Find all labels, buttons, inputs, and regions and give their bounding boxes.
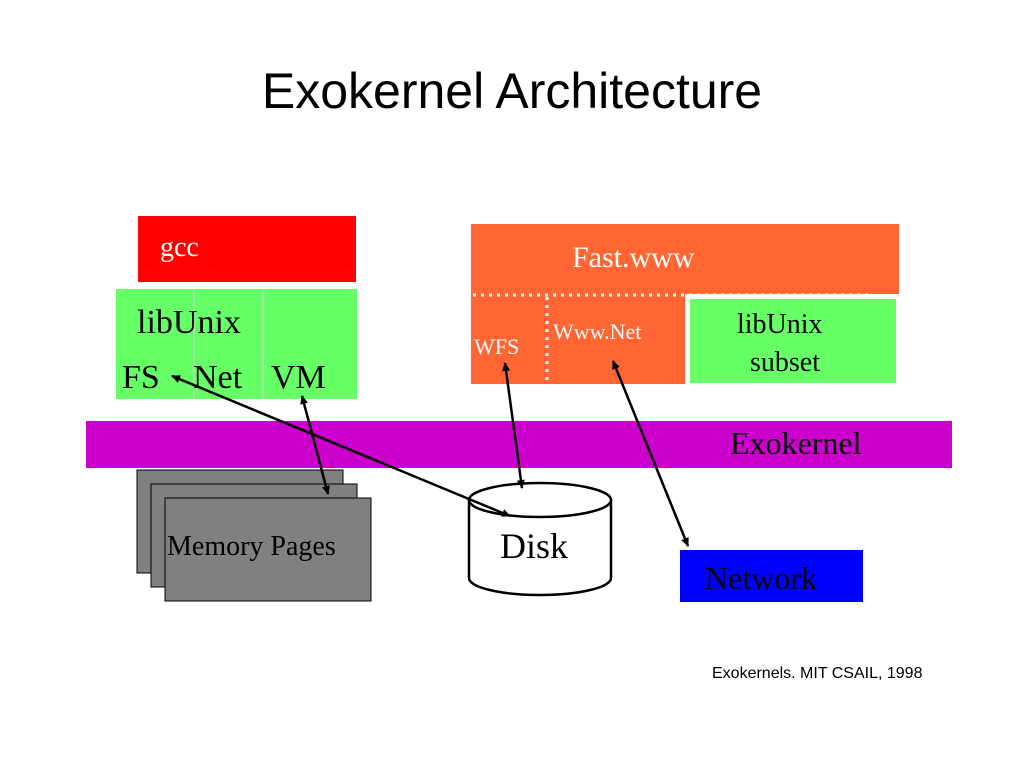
- exokernel-label: Exokernel: [730, 425, 862, 461]
- gcc-box: [138, 216, 356, 282]
- libunix-subset-line1: libUnix: [737, 309, 823, 340]
- memory-pages-label: Memory Pages: [167, 531, 336, 562]
- libunix-label: libUnix: [137, 304, 241, 341]
- arrow-vm-to-memory: [300, 395, 330, 495]
- libunix-module-fs: FS: [122, 359, 160, 396]
- arrow-wwwnet-to-network: [611, 360, 690, 547]
- fastwww-label: Fast.www: [572, 241, 695, 274]
- network-label: Network: [705, 560, 817, 596]
- libunix-subset-line2: subset: [750, 347, 820, 378]
- arrow-fs-to-disk: [171, 374, 511, 518]
- citation-caption: Exokernels. MIT CSAIL, 1998: [712, 665, 923, 682]
- gcc-label: gcc: [160, 232, 199, 263]
- disk-label: Disk: [500, 526, 568, 566]
- slide-title: Exokernel Architecture: [261, 63, 763, 119]
- libunix-subset-box: [690, 299, 896, 383]
- fastwww-box: [471, 224, 899, 294]
- wwwnet-label: Www.Net: [553, 319, 641, 344]
- libunix-module-vm: VM: [271, 359, 326, 396]
- wfs-label: WFS: [474, 334, 519, 359]
- network-box: [680, 550, 863, 602]
- arrow-wfs-to-disk: [502, 362, 525, 489]
- libunix-module-net: Net: [193, 359, 243, 396]
